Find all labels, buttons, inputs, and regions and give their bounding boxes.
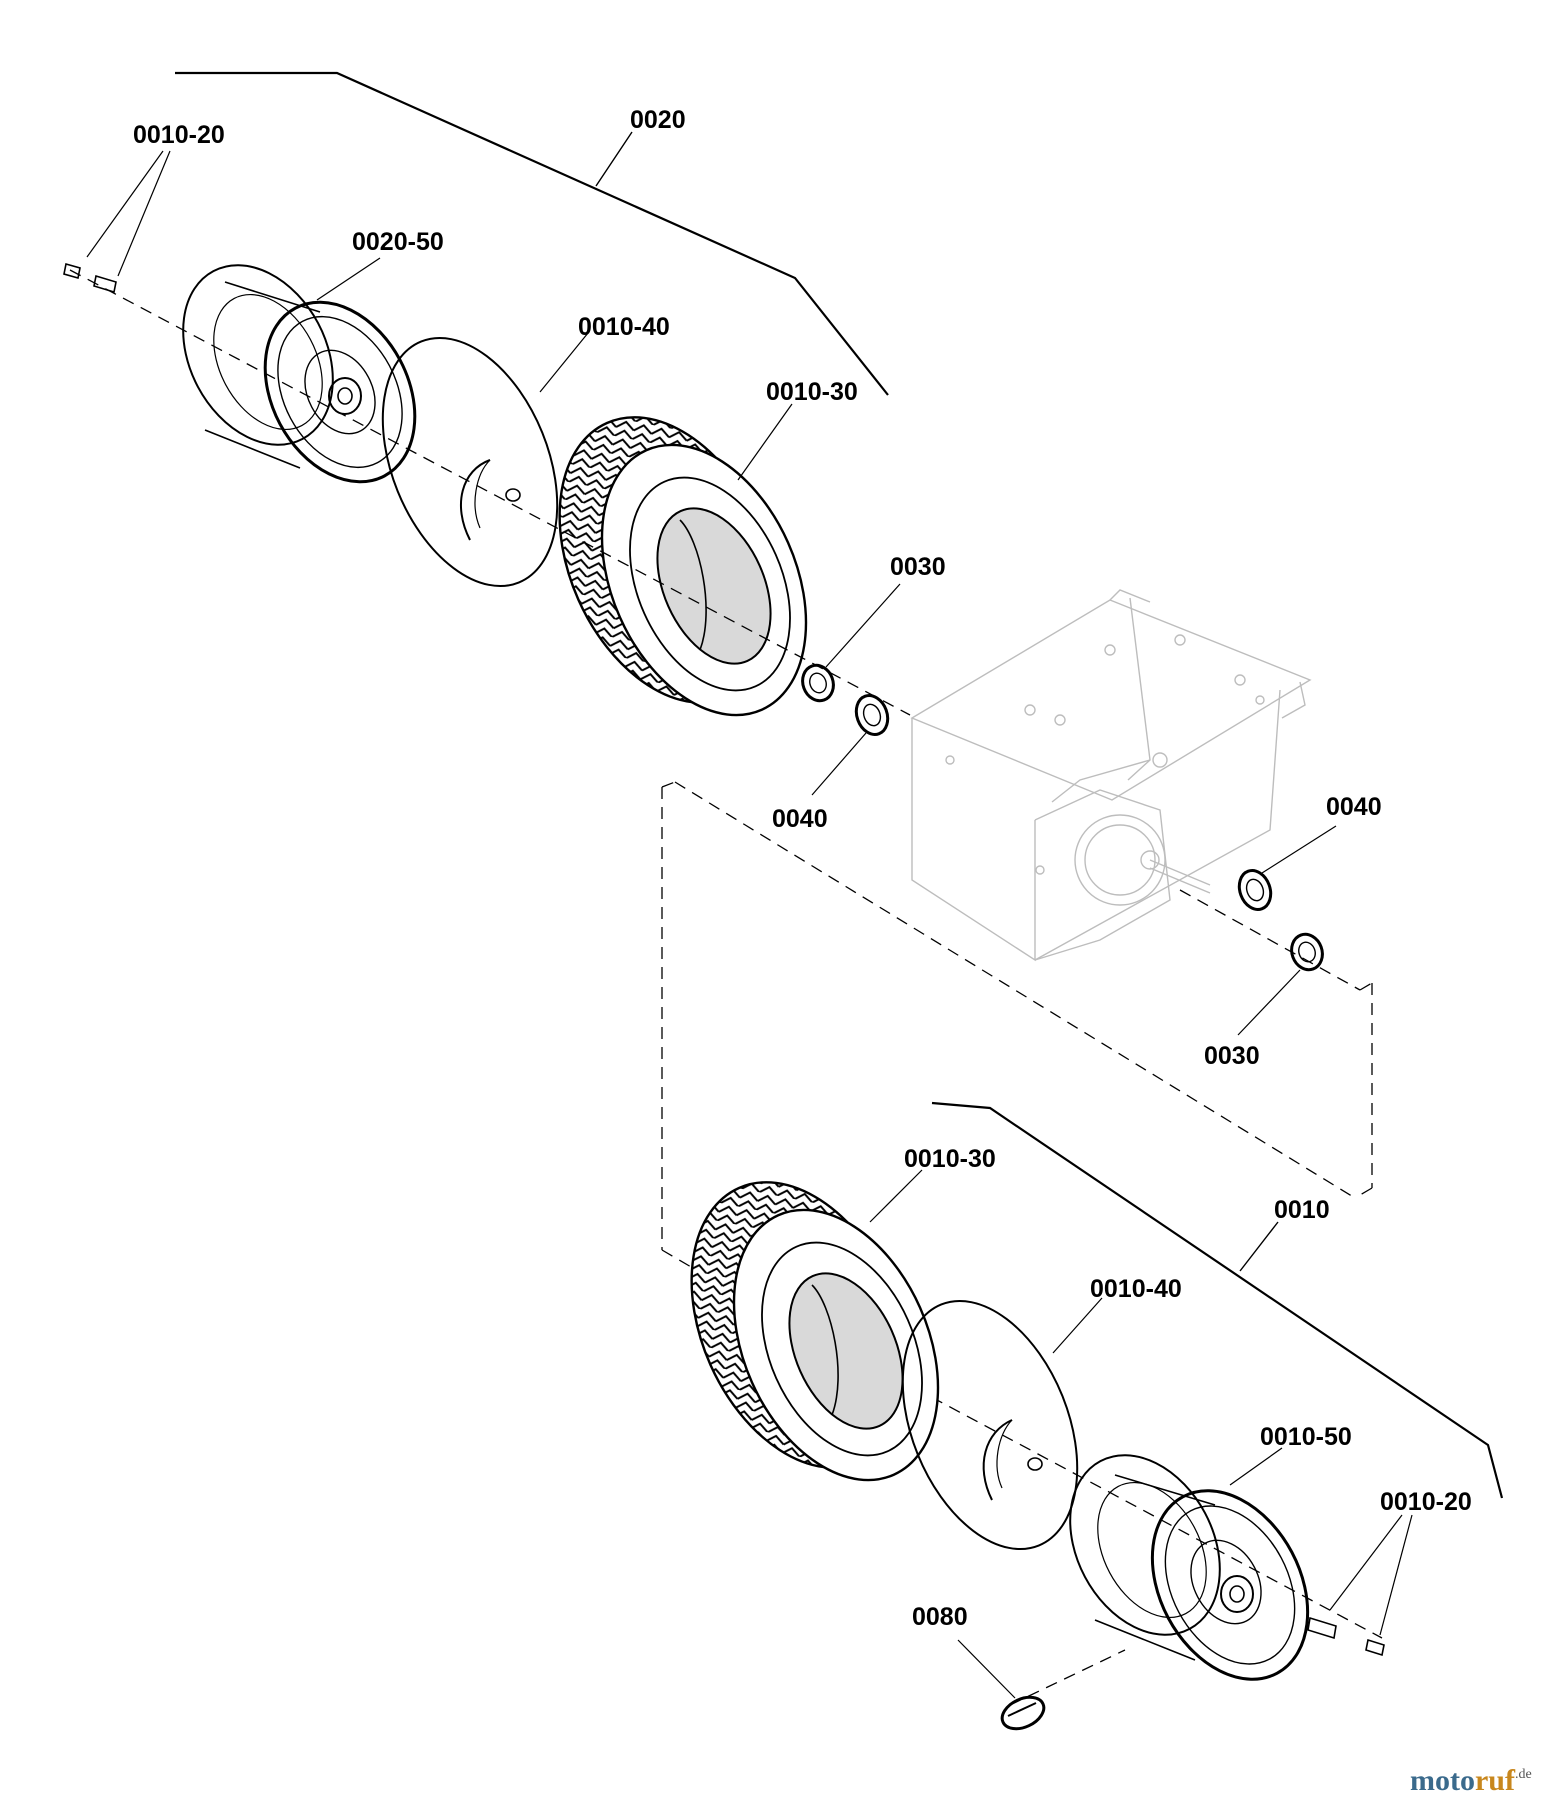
label-0010-40-upper: 0010-40 bbox=[578, 313, 670, 341]
hairpin-key-0080 bbox=[957, 1639, 1046, 1731]
upper-assembly-bracket bbox=[175, 71, 889, 396]
part-labels: 0010-20 0020 0020-50 0010-40 0010-30 003… bbox=[133, 106, 1472, 1631]
valve-stem-lower bbox=[1307, 1514, 1413, 1657]
wheel-rim-lower bbox=[1069, 1447, 1310, 1681]
label-0010: 0010 bbox=[1274, 1196, 1330, 1224]
lower-assembly-bracket bbox=[931, 1101, 1504, 1499]
label-0010-20-lower: 0010-20 bbox=[1380, 1488, 1472, 1516]
tube-flap-upper bbox=[381, 332, 589, 588]
tire-lower bbox=[690, 1169, 940, 1482]
washer-0030-right bbox=[1237, 932, 1324, 1036]
label-0040-right: 0040 bbox=[1326, 793, 1382, 821]
wheel-rim-upper bbox=[182, 257, 417, 484]
gearbox-housing bbox=[910, 589, 1312, 962]
label-0030-right: 0030 bbox=[1204, 1042, 1260, 1070]
label-0030-upper: 0030 bbox=[890, 553, 946, 581]
label-0010-20-upper: 0010-20 bbox=[133, 121, 225, 149]
label-0010-30-upper: 0010-30 bbox=[766, 378, 858, 406]
label-0040-upper: 0040 bbox=[772, 805, 828, 833]
washer-0030-upper bbox=[801, 583, 901, 703]
label-0080: 0080 bbox=[912, 1603, 968, 1631]
tube-flap-lower bbox=[901, 1297, 1103, 1551]
axle-centerline-upper bbox=[69, 269, 911, 716]
valve-stem-upper bbox=[63, 150, 171, 294]
watermark-logo: motoruf.de bbox=[1410, 1764, 1532, 1797]
washer-0040-right bbox=[1237, 825, 1337, 911]
label-0020-50: 0020-50 bbox=[352, 228, 444, 256]
tire-upper bbox=[558, 403, 808, 717]
washer-0040-upper bbox=[811, 694, 890, 796]
label-0010-50: 0010-50 bbox=[1260, 1423, 1352, 1451]
label-0010-30-lower: 0010-30 bbox=[904, 1145, 996, 1173]
label-0010-40-lower: 0010-40 bbox=[1090, 1275, 1182, 1303]
label-0020: 0020 bbox=[630, 106, 686, 134]
